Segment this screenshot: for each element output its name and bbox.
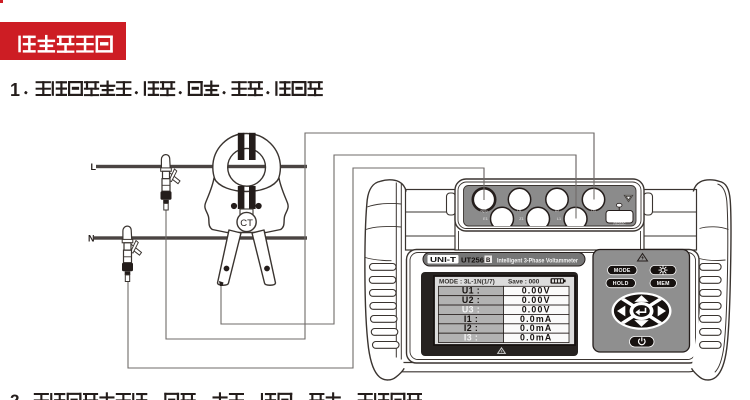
svg-text:N: N [88, 234, 95, 244]
svg-text:0.00V: 0.00V [522, 286, 551, 296]
svg-text:Save : 000: Save : 000 [508, 279, 540, 286]
svg-text:UNI-T: UNI-T [430, 255, 456, 264]
svg-text:0.00V: 0.00V [522, 304, 551, 314]
svg-text:CT: CT [240, 218, 253, 229]
svg-text:HOLD: HOLD [613, 281, 629, 287]
svg-text:0.0mA: 0.0mA [520, 323, 552, 333]
svg-text:I3 :: I3 : [464, 333, 478, 343]
svg-text:L: L [91, 162, 97, 172]
svg-text:UT256: UT256 [461, 256, 484, 265]
svg-text:Z1: Z1 [519, 217, 523, 221]
svg-text:N(S): N(S) [481, 209, 488, 213]
svg-text:U3: U3 [591, 209, 595, 213]
svg-text:0.0mA: 0.0mA [520, 333, 552, 343]
svg-text:MODE: MODE [614, 268, 631, 274]
svg-text:U2: U2 [555, 209, 559, 213]
svg-text:E1: E1 [483, 217, 488, 221]
svg-text:B: B [486, 258, 491, 264]
svg-text:Intelligent 3-Phase Voltammete: Intelligent 3-Phase Voltammeter [497, 257, 579, 264]
svg-text:I2 :: I2 : [464, 323, 478, 333]
svg-text:U1: U1 [517, 209, 521, 213]
svg-text:0.0mA: 0.0mA [520, 314, 552, 324]
svg-text:MEM: MEM [657, 281, 670, 287]
svg-text:MODE : 3L-1N(1/7): MODE : 3L-1N(1/7) [439, 279, 495, 286]
svg-text:U3 :: U3 : [462, 304, 480, 314]
svg-text:0.00V: 0.00V [522, 295, 551, 305]
svg-text:U2 :: U2 : [462, 295, 480, 305]
svg-text:RS232C: RS232C [613, 222, 626, 226]
svg-text:1: 1 [10, 80, 20, 100]
svg-text:U1 :: U1 : [462, 286, 480, 296]
svg-text:2: 2 [10, 391, 19, 400]
svg-text:L1: L1 [557, 217, 561, 221]
svg-text:I1 :: I1 : [464, 314, 478, 324]
